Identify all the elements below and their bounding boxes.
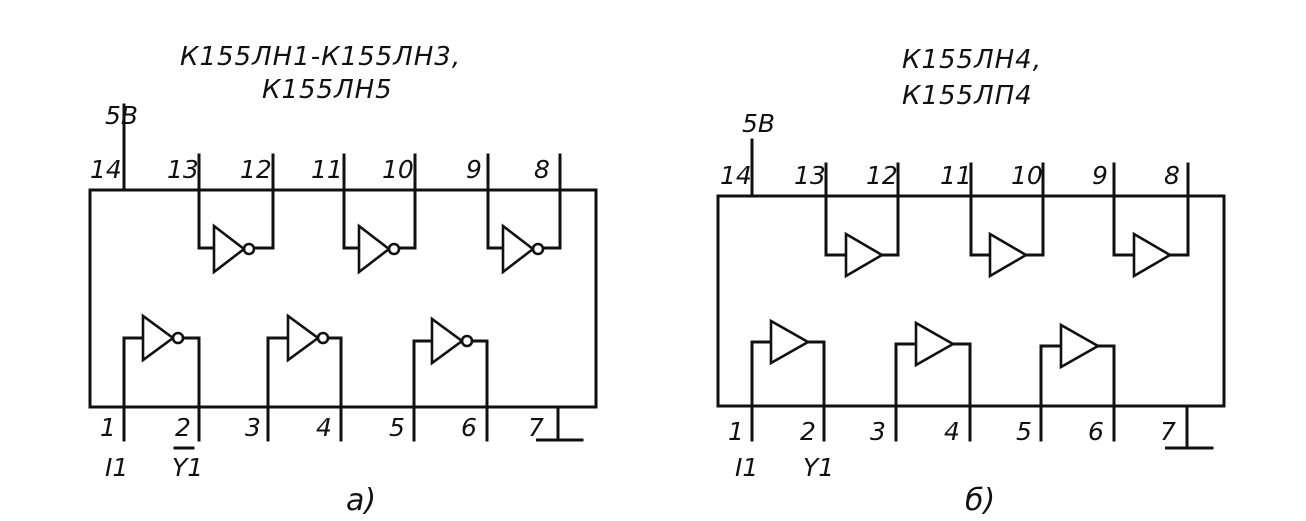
diagram-b-top-pin-label: 12 <box>866 161 898 190</box>
diagram-a-inverter-bubble <box>316 331 330 345</box>
diagram-a-wire <box>342 188 361 250</box>
diagram-a-wire <box>412 339 434 409</box>
diagram-b-top-pin-label: 9 <box>1092 161 1108 190</box>
diagram-a-wire <box>197 188 216 250</box>
diagram-a-title-line1: К155ЛН1-К155ЛН3, <box>180 42 461 72</box>
diagram-a-supply-label: 5В <box>105 101 138 130</box>
diagram-a-caption: а) <box>346 483 376 518</box>
diagram-b-top-pin-label: 10 <box>1011 161 1043 190</box>
diagram-b-wire <box>1039 344 1063 408</box>
diagram-a-wire <box>540 188 562 250</box>
diagram-a-wire <box>470 339 489 409</box>
diagram-a-wire <box>251 188 275 250</box>
diagram-b-title-line1: К155ЛН4, <box>902 45 1042 75</box>
diagram-b-wire <box>894 342 918 408</box>
diagram-a-bottom-pin-label: 3 <box>245 413 261 442</box>
diagram-b-wire <box>1112 194 1136 257</box>
diagram-a-wire <box>396 188 417 250</box>
diagram-a-inverter-bubble <box>460 334 474 348</box>
diagram-b-wire <box>806 340 826 408</box>
diagram-a: К155ЛН1-К155ЛН3, К155ЛН5 5В 14 13 12 11 … <box>88 42 598 518</box>
diagram-b-supply-label: 5В <box>742 109 775 138</box>
diagram-b-bottom-pin-label: 1 <box>728 417 744 446</box>
diagram-a-inverter-bubble <box>531 242 545 256</box>
diagram-a-top-pin-label: 12 <box>240 155 272 184</box>
diagram-b-bottom-pin-label: 2 <box>800 417 816 446</box>
diagram-a-top-pin-label: 11 <box>311 155 343 184</box>
diagram-a-wire <box>266 336 290 409</box>
diagram-b-wire <box>1096 344 1116 408</box>
diagram-a-inverter-gate <box>141 313 176 363</box>
diagram-a-wire <box>122 336 145 409</box>
diagram-b-ground-symbol <box>1165 404 1214 450</box>
diagram-a-inverter-gate <box>357 223 392 275</box>
diagram-a-bottom-pin-label: 7 <box>528 413 544 442</box>
diagram-b-bottom-pin-label: 3 <box>870 417 886 446</box>
diagram-b-output-label: Y1 <box>803 453 834 482</box>
diagram-a-bottom-pin-label: 5 <box>389 413 405 442</box>
diagram-a-output-label: Y1 <box>172 453 203 482</box>
diagram-b-top-pin-label: 8 <box>1164 161 1180 190</box>
diagram-a-input-label: I1 <box>105 453 128 482</box>
diagram-a-wire <box>326 336 343 409</box>
diagram-b-top-pin-label: 14 <box>720 161 752 190</box>
diagram-b-wire <box>750 340 773 408</box>
diagram-a-top-pin-label: 14 <box>90 155 122 184</box>
diagram-b-wire <box>969 194 992 257</box>
diagram-a-bottom-pin-label: 6 <box>461 413 477 442</box>
diagram-b-top-pin-label: 13 <box>794 161 826 190</box>
diagram-b-wire <box>824 194 848 257</box>
diagram-b-buffer-gate <box>1132 231 1173 279</box>
diagram-b-bottom-pin-label: 5 <box>1016 417 1032 446</box>
diagram-a-inverter-gate <box>212 223 247 275</box>
diagram-b-wire <box>1168 194 1190 257</box>
diagram-a-wire <box>181 336 201 409</box>
diagram-a-inverter-gate <box>430 316 465 366</box>
diagram-a-bottom-pin-label: 1 <box>100 413 116 442</box>
diagram-b-buffer-gate <box>769 318 811 366</box>
diagram-b-wire <box>880 194 900 257</box>
diagram-b-top-pin-label: 11 <box>940 161 972 190</box>
diagram-a-top-pin-label: 9 <box>466 155 482 184</box>
diagram-a-inverter-bubble <box>242 242 256 256</box>
diagram-a-inverter-gate <box>286 313 321 363</box>
diagram-a-top-pin-label: 13 <box>167 155 199 184</box>
diagram-b-buffer-gate <box>914 320 956 368</box>
diagram-b-bottom-pin-label: 7 <box>1160 417 1176 446</box>
diagram-b-input-label: I1 <box>735 453 758 482</box>
diagram-a-wire <box>486 188 505 250</box>
diagram-a-top-pin-label: 8 <box>534 155 550 184</box>
diagram-b: К155ЛН4, К155ЛП4 5В 14 13 12 11 10 9 8 1… <box>716 45 1226 518</box>
diagram-a-title-line2: К155ЛН5 <box>262 75 393 105</box>
diagram-b-buffer-gate <box>844 231 885 279</box>
diagram-a-bottom-pin-label: 4 <box>316 413 332 442</box>
diagram-a-inverter-bubble <box>387 242 401 256</box>
diagram-b-wire <box>951 342 972 408</box>
diagram-b-buffer-gate <box>988 231 1029 279</box>
diagram-b-title-line2: К155ЛП4 <box>902 81 1033 111</box>
diagram-b-bottom-pin-label: 4 <box>944 417 960 446</box>
diagram-b-caption: б) <box>965 483 995 518</box>
diagram-b-buffer-gate <box>1059 322 1101 370</box>
diagram-a-ground-symbol <box>536 405 584 442</box>
diagram-a-bottom-pin-label: 2 <box>175 413 191 442</box>
diagram-b-bottom-pin-label: 6 <box>1088 417 1104 446</box>
diagram-a-inverter-gate <box>501 223 536 275</box>
diagram-b-wire <box>1024 194 1045 257</box>
diagram-a-top-pin-label: 10 <box>382 155 414 184</box>
diagram-a-inverter-bubble <box>171 331 185 345</box>
